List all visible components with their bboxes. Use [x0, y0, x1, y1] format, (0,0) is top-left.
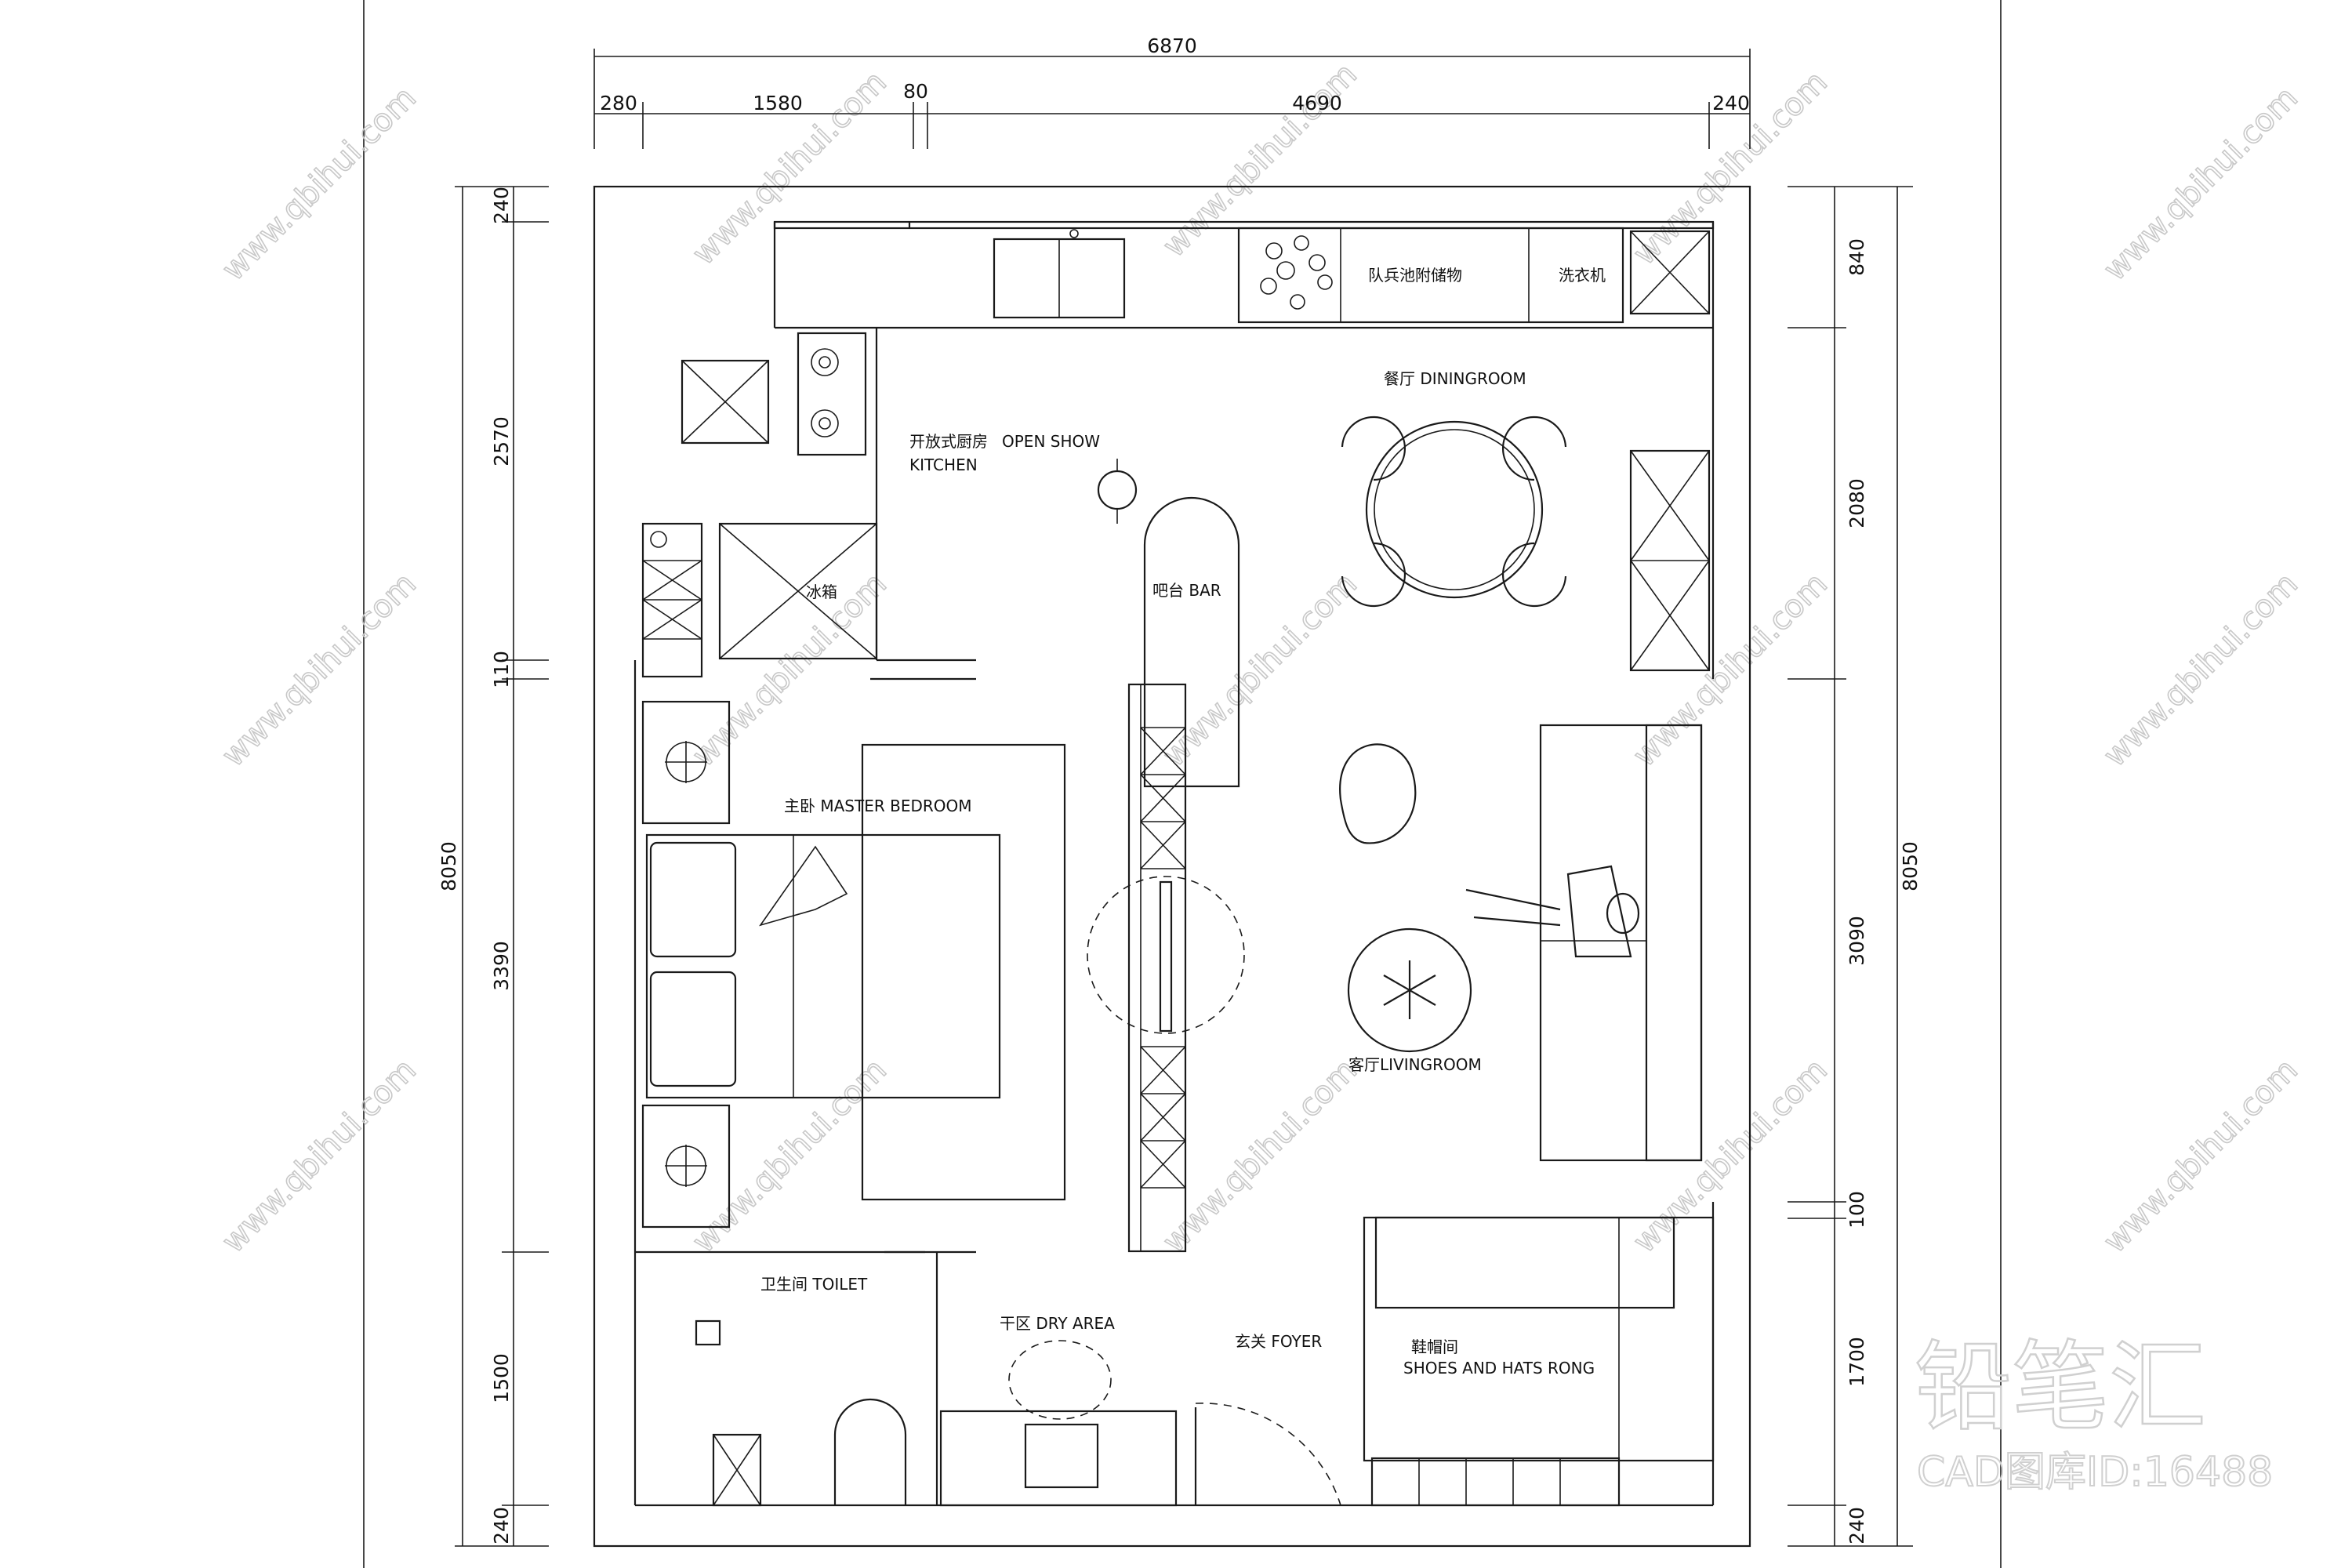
left-dimensions: 8050 240 2570 110 3390 1500 240: [437, 186, 549, 1547]
foyer-area: 玄关 FOYER 鞋帽间 SHOES AND HATS RONG: [1194, 1216, 1715, 1507]
shoes-label-en: SHOES AND HATS RONG: [1403, 1359, 1595, 1377]
chair-icon: [1501, 542, 1567, 608]
fridge-icon: [718, 522, 878, 660]
dim-left-total: 8050: [437, 841, 460, 891]
partition-cabinet: [1087, 683, 1245, 1253]
dim-left-seg: 3390: [490, 941, 513, 991]
watermark-text: www.qbihui.com: [1627, 1052, 1835, 1260]
dining-table-icon: [1365, 420, 1544, 599]
chair-icon: [1341, 542, 1406, 608]
dim-left-seg: 110: [490, 651, 513, 688]
dim-top-seg: 4690: [1292, 92, 1342, 114]
bar-label: 吧台 BAR: [1152, 581, 1221, 600]
toilet-area: 卫生间 TOILET 干区 DRY AREA: [695, 1252, 1178, 1507]
sofa-icon: [1539, 724, 1703, 1162]
fridge-label: 冰箱: [806, 583, 837, 601]
dim-left-seg: 240: [490, 187, 513, 224]
bedroom-label: 主卧 MASTER BEDROOM: [784, 797, 972, 815]
dry-area-label: 干区 DRY AREA: [1000, 1314, 1115, 1333]
chair-icon: [1501, 416, 1567, 481]
foyer-label: 玄关 FOYER: [1235, 1332, 1322, 1351]
watermark-text: www.qbihui.com: [216, 1052, 423, 1260]
floor-drain-icon: [695, 1319, 721, 1346]
brand-id-text: CAD图库ID:16488: [1917, 1449, 2273, 1496]
kitchen-label-en: OPEN SHOW: [1002, 432, 1100, 451]
watermark-text: www.qbihui.com: [1156, 1052, 1364, 1260]
toilet-bowl-icon: [833, 1398, 907, 1505]
coffee-table-icon: [1347, 927, 1472, 1053]
kitchen: 队兵池附储物 洗衣机 冰箱 开放式厨房 OPEN SHOW KITCHEN: [641, 222, 1713, 681]
dim-right-seg: 100: [1846, 1191, 1868, 1229]
dim-top-seg: 1580: [753, 92, 803, 114]
dim-right-seg: 2080: [1846, 478, 1868, 528]
entry-door-swing-icon: [1195, 1403, 1341, 1506]
dim-right-seg: 1700: [1846, 1337, 1868, 1387]
plant-cabinet-label: 队兵池附储物: [1368, 266, 1462, 285]
pillow-icon: [649, 841, 737, 958]
dining-label: 餐厅 DININGROOM: [1384, 369, 1526, 388]
stove-icon: [797, 332, 867, 456]
watermark-text: www.qbihui.com: [1156, 56, 1364, 264]
dim-right-seg: 3090: [1846, 916, 1868, 966]
person-icon: [1606, 892, 1640, 935]
watermark-layer: www.qbihui.com www.qbihui.com www.qbihui…: [215, 56, 2306, 1261]
rotating-door-icon: [1087, 876, 1245, 1034]
dim-left-seg: 2570: [490, 416, 513, 466]
kitchen-label-en2: KITCHEN: [909, 456, 978, 474]
kitchen-label-cn: 开放式厨房: [909, 432, 988, 451]
stool-icon: [1097, 470, 1138, 510]
armchair-icon: [1339, 743, 1417, 844]
watermark-text: www.qbihui.com: [2097, 1052, 2305, 1260]
dim-right-total: 8050: [1899, 841, 1922, 891]
watermark-text: www.qbihui.com: [216, 80, 423, 288]
top-dimensions: 6870 280 1580 80 4690 240: [593, 34, 1751, 149]
washbasin-icon: [1024, 1423, 1099, 1489]
right-dimensions: 8050 840 2080 3090 100 1700 240: [1788, 186, 1922, 1547]
bed-icon: [645, 833, 1001, 1099]
watermark-text: www.qbihui.com: [2097, 566, 2305, 774]
chair-icon: [1341, 416, 1406, 481]
dim-right-seg: 240: [1846, 1507, 1868, 1544]
dim-right-seg: 840: [1846, 238, 1868, 276]
dim-left-seg: 1500: [490, 1353, 513, 1403]
pillow-icon: [649, 971, 737, 1087]
dim-left-seg: 240: [490, 1507, 513, 1544]
washer-label: 洗衣机: [1559, 266, 1606, 285]
brand-watermark: 铅笔汇 CAD图库ID:16488: [1914, 1330, 2274, 1497]
watermark-text: www.qbihui.com: [2097, 80, 2305, 288]
dining-area: 餐厅 DININGROOM: [1341, 369, 1711, 672]
dim-top-seg: 280: [600, 92, 637, 114]
dim-top-seg: 80: [903, 80, 928, 103]
watermark-text: www.qbihui.com: [216, 566, 423, 774]
living-room: 客厅LIVINGROOM: [1339, 724, 1703, 1162]
brand-logo-text: 铅笔汇: [1915, 1331, 2206, 1444]
shoes-label-cn: 鞋帽间: [1411, 1338, 1458, 1356]
dim-top-seg: 240: [1712, 92, 1750, 114]
cabinet-icon: [681, 359, 770, 445]
toilet-label: 卫生间 TOILET: [760, 1275, 868, 1294]
master-bedroom: 主卧 MASTER BEDROOM: [635, 700, 1066, 1254]
watermark-text: www.qbihui.com: [686, 566, 894, 774]
living-label: 客厅LIVINGROOM: [1348, 1055, 1482, 1074]
dim-top-total: 6870: [1147, 34, 1197, 57]
bar-counter: 吧台 BAR: [1143, 496, 1240, 788]
